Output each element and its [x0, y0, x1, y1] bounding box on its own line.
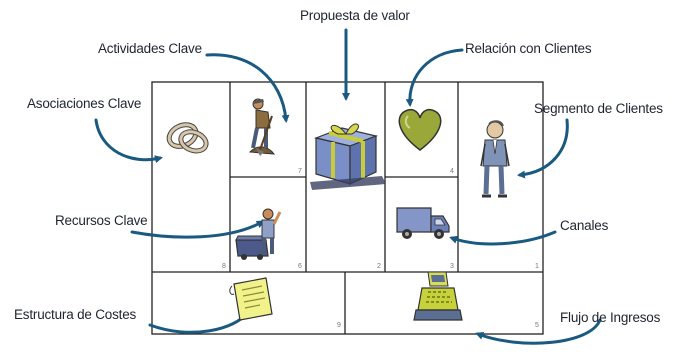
label-segmento-de-clientes: Segmento de Clientes	[534, 101, 663, 116]
gift-box-icon	[310, 123, 386, 190]
canvas-grid	[151, 81, 544, 335]
arrow-actividades	[205, 53, 290, 123]
arrow-costes	[148, 309, 250, 334]
worker-with-machine-icon	[235, 208, 282, 260]
label-canales: Canales	[560, 218, 609, 233]
block-number-costes: 9	[337, 322, 341, 329]
arrow-recursos	[130, 220, 265, 239]
label-relacion-con-clientes: Relación con Clientes	[465, 41, 592, 56]
label-recursos-clave: Recursos Clave	[55, 213, 148, 228]
grid-outer-border	[151, 81, 544, 335]
block-number-relacion: 4	[450, 168, 454, 175]
heart-icon	[398, 108, 442, 151]
label-flujo-de-ingresos: Flujo de Ingresos	[560, 310, 661, 325]
label-asociaciones-clave: Asociaciones Clave	[27, 96, 142, 111]
arrow-ingresos	[475, 318, 602, 345]
label-actividades-clave: Actividades Clave	[98, 41, 202, 56]
block-number-segmento: 1	[535, 263, 539, 270]
block-number-canales: 3	[450, 263, 454, 270]
arrow-segmento	[517, 118, 569, 179]
block-number-actividades: 7	[298, 168, 302, 175]
delivery-truck-icon	[396, 207, 450, 239]
label-estructura-de-costes: Estructura de Costes	[14, 307, 137, 322]
label-propuesta-de-valor: Propuesta de valor	[300, 8, 410, 23]
cash-register-icon	[413, 271, 463, 321]
block-number-propuesta: 2	[377, 263, 381, 270]
block-number-asociaciones: 8	[222, 263, 226, 270]
worker-digging-icon	[248, 98, 276, 156]
block-number-recursos: 6	[298, 263, 302, 270]
block-number-ingresos: 5	[535, 322, 539, 329]
arrow-asociaciones	[94, 118, 163, 164]
arrow-canales	[449, 230, 557, 246]
rings-icon	[166, 122, 209, 154]
bill-document-icon	[229, 277, 273, 321]
customer-person-icon	[480, 120, 510, 198]
arrow-relacion	[405, 48, 464, 107]
